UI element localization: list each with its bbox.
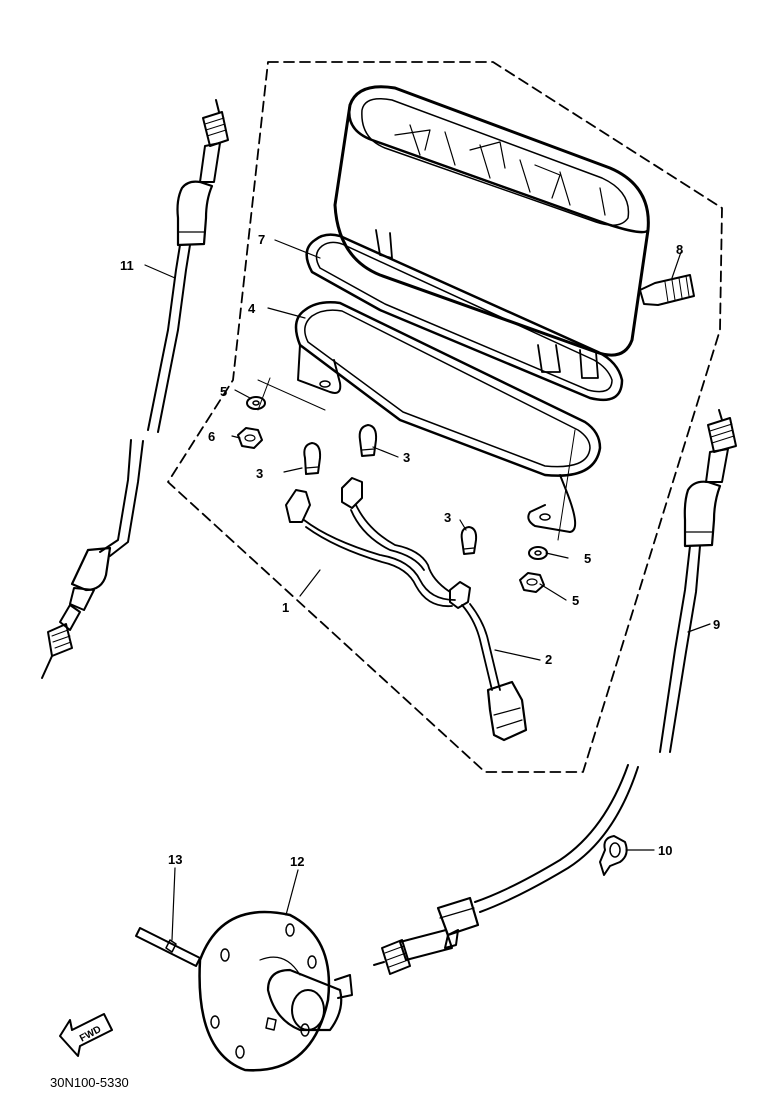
- cable-clamp: [599, 835, 628, 876]
- callout-6: 6: [208, 429, 215, 444]
- gasket: [305, 233, 624, 402]
- speedometer-cable-lower: [373, 409, 737, 975]
- nut: [237, 427, 263, 449]
- washer: [246, 396, 266, 410]
- nut: [519, 572, 545, 593]
- callout-11: 11: [120, 258, 134, 273]
- speedometer-cable-upper: [41, 99, 229, 679]
- callout-8: 8: [676, 242, 683, 257]
- callout-3: 3: [403, 450, 410, 465]
- callout-13: 13: [168, 852, 182, 867]
- callout-leaders: [144, 239, 711, 941]
- speedometer-gear-unit: [198, 910, 353, 1072]
- leader-line: [557, 429, 576, 541]
- assembly-boundary: [167, 61, 723, 773]
- meter-bracket: [294, 301, 602, 533]
- callout-3: 3: [256, 466, 263, 481]
- callout-5: 5: [584, 551, 591, 566]
- washer: [528, 546, 548, 560]
- callout-5: 5: [572, 593, 579, 608]
- pin: [135, 927, 201, 967]
- bulb: [358, 424, 378, 457]
- callout-9: 9: [713, 617, 720, 632]
- callout-12: 12: [290, 854, 304, 869]
- callout-10: 10: [658, 843, 672, 858]
- leader-line: [257, 377, 326, 411]
- diagram-code: 30N100-5330: [50, 1075, 129, 1090]
- forward-arrow-icon: FWD: [59, 1013, 113, 1057]
- callout-7: 7: [258, 232, 265, 247]
- meter-housing: [333, 85, 695, 379]
- wiring-harness: [285, 477, 528, 742]
- callout-5: 5: [220, 384, 227, 399]
- callout-3: 3: [444, 510, 451, 525]
- callout-2: 2: [545, 652, 552, 667]
- callout-4: 4: [248, 301, 256, 316]
- bulb: [460, 526, 478, 555]
- callout-1: 1: [282, 600, 289, 615]
- bulb: [303, 442, 322, 475]
